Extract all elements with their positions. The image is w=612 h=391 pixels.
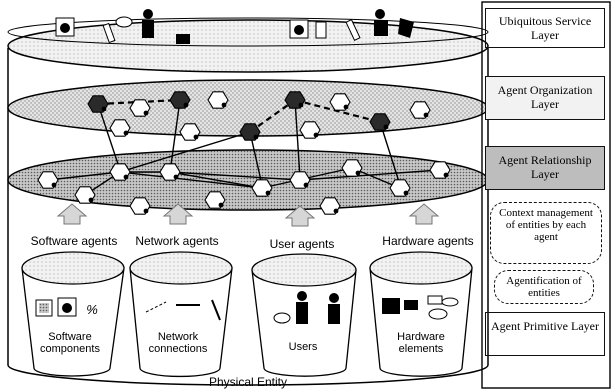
software-agents-label: Software agents bbox=[31, 234, 118, 248]
software-components-line2: components bbox=[40, 343, 100, 355]
agent-dot bbox=[356, 171, 361, 176]
agent-dot bbox=[124, 175, 129, 180]
agent-dot bbox=[344, 105, 349, 110]
agent-relationship-layer-label: Agent Relationship Layer bbox=[485, 146, 605, 190]
physical-entity-caption: Physical Entity bbox=[209, 375, 287, 389]
agent-dot bbox=[266, 191, 271, 196]
hardware-agents-label: Hardware agents bbox=[382, 234, 473, 248]
agent-dot bbox=[144, 209, 149, 214]
hardware-elements-line1: Hardware bbox=[397, 331, 445, 343]
network-connections-line1: Network bbox=[158, 331, 199, 343]
agentification-annotation: Agentification of entities bbox=[494, 270, 594, 304]
agent-dot bbox=[304, 183, 309, 188]
users-label: Users bbox=[289, 341, 318, 353]
agent-dot bbox=[299, 103, 304, 108]
agent-organization-layer-label: Agent Organization Layer bbox=[485, 76, 605, 120]
agent-dot bbox=[184, 103, 189, 108]
agent-dot bbox=[404, 191, 409, 196]
agent-dot bbox=[219, 203, 224, 208]
ubiquitous-service-layer-label: Ubiquitous Service Layer bbox=[485, 8, 605, 48]
agent-dot bbox=[52, 183, 57, 188]
agent-dot bbox=[444, 173, 449, 178]
hardware-elements-line2: elements bbox=[399, 343, 444, 355]
agent-dot bbox=[384, 125, 389, 130]
agent-dot bbox=[254, 135, 259, 140]
agent-dot bbox=[334, 209, 339, 214]
agent-dot bbox=[124, 131, 129, 136]
network-connections-line2: connections bbox=[149, 343, 208, 355]
context-management-annotation: Context management of entities by each a… bbox=[490, 202, 602, 264]
software-components-line1: Software bbox=[48, 331, 91, 343]
network-agents-label: Network agents bbox=[135, 234, 218, 248]
hardware-bucket bbox=[370, 252, 472, 376]
user-agents-label: User agents bbox=[270, 237, 335, 251]
glyph-icon: % bbox=[86, 302, 98, 317]
agent-dot bbox=[194, 135, 199, 140]
agent-dot bbox=[222, 103, 227, 108]
agent-primitive-layer-label: Agent Primitive Layer bbox=[485, 312, 605, 356]
agent-dot bbox=[102, 107, 107, 112]
agent-dot bbox=[424, 113, 429, 118]
agent-dot bbox=[314, 133, 319, 138]
service-layer-disc bbox=[8, 18, 488, 72]
agent-dot bbox=[174, 175, 179, 180]
agent-dot bbox=[144, 111, 149, 116]
agent-dot bbox=[89, 198, 94, 203]
